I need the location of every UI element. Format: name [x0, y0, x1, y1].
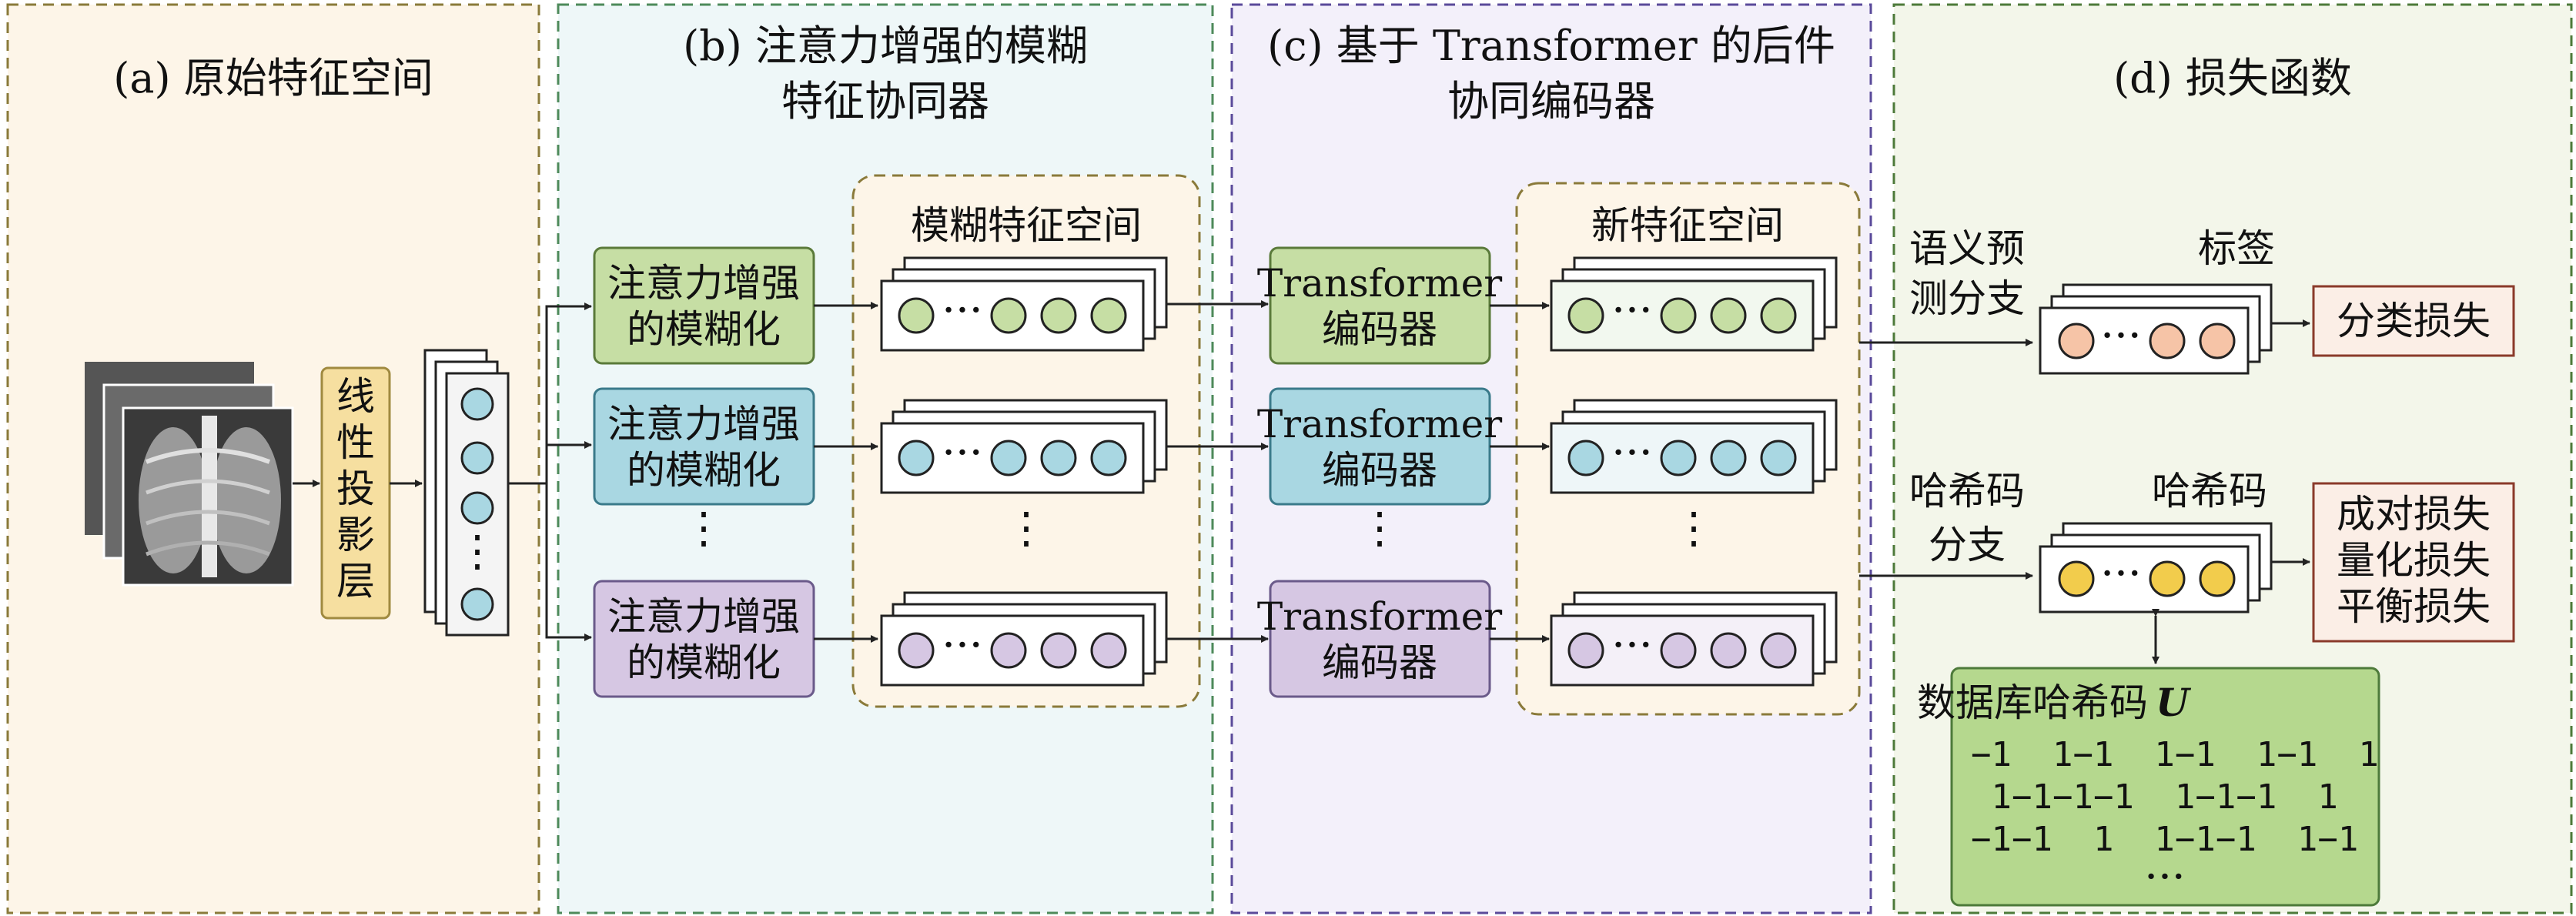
fuzzy-feature-stack-blue [880, 399, 1168, 494]
encoder-green-line2: 编码器 [1322, 307, 1437, 352]
panel-c-title-line1: (c) 基于 Transformer 的后件 [1267, 22, 1835, 70]
database-row-3: −1−1 1 1−1−1 1−1 [1971, 820, 2358, 859]
panel-a-title: (a) 原始特征空间 [113, 54, 433, 102]
fuzzy-purple-hdots: ··· [942, 620, 982, 670]
encoder-blue-line2: 编码器 [1322, 448, 1437, 493]
new-feature-stack-green [1550, 256, 1838, 352]
new-feature-space-label: 新特征空间 [1591, 203, 1784, 248]
linear-projection-box [320, 366, 391, 620]
fuzzy-space-vdots: ⋮ [1005, 503, 1048, 553]
fanout-lines [508, 303, 592, 641]
encoder-green-line1: Transformer [1257, 261, 1502, 306]
label-vector-stack [2039, 283, 2273, 375]
xray-image-stack [85, 362, 294, 587]
database-box [1950, 667, 2380, 907]
fuzzify-green-line1: 注意力增强 [607, 261, 800, 306]
fuzzy-feature-space-label: 模糊特征空间 [911, 203, 1142, 248]
feature-node [460, 441, 494, 475]
feature-node [460, 491, 494, 525]
new-space-vdots: ⋮ [1672, 503, 1715, 553]
new-feature-stack-purple [1550, 591, 1838, 687]
encoder-purple-line1: Transformer [1257, 594, 1502, 639]
panel-c-title-line2: 协同编码器 [1447, 77, 1655, 125]
fuzzify-blue-line1: 注意力增强 [607, 402, 800, 446]
hash-code-stack [2039, 522, 2273, 613]
class-loss-label: 分类损失 [2337, 299, 2491, 343]
panel-b-title-line2: 特征协同器 [781, 77, 989, 125]
hash-losses-box [2312, 482, 2515, 643]
fuzzy-green-hdots: ··· [942, 286, 982, 336]
feature-node [460, 587, 494, 621]
labels-title: 标签 [2198, 226, 2275, 271]
projection-char-2: 性 [336, 420, 375, 465]
feature-node [460, 387, 494, 421]
database-row-1: −1 1−1 1−1 1−1 1 [1971, 735, 2379, 774]
database-row-2: 1−1−1−1 1−1−1 1 [1971, 777, 2338, 817]
panel-d-title: (d) 损失函数 [2113, 54, 2352, 102]
new-purple-hdots: ··· [1611, 620, 1652, 670]
fuzzify-purple-line1: 注意力增强 [607, 594, 800, 639]
projection-char-4: 影 [336, 513, 375, 557]
label-hdots: ··· [2100, 311, 2141, 361]
new-blue-hdots: ··· [1611, 428, 1652, 478]
hash-loss-pairwise: 成对损失 [2337, 492, 2491, 537]
fuzzify-green-line2: 的模糊化 [627, 307, 781, 352]
database-symbol: U [2156, 680, 2192, 725]
fuzzify-purple-line2: 的模糊化 [627, 640, 781, 685]
fuzzy-feature-stack-purple [880, 591, 1168, 687]
hash-loss-quantization: 量化损失 [2337, 538, 2491, 583]
hash-loss-balance: 平衡损失 [2337, 584, 2491, 629]
encoder-vdots: ⋮ [1358, 503, 1401, 553]
feature-vector-vdots: ⋮ [456, 527, 499, 577]
fuzzify-blue-line2: 的模糊化 [627, 448, 781, 493]
projection-char-5: 层 [336, 559, 375, 603]
encoder-blue-line1: Transformer [1257, 402, 1502, 446]
fuzzy-feature-stack-green [880, 256, 1168, 352]
panel-b-title-line1: (b) 注意力增强的模糊 [683, 22, 1088, 70]
new-feature-stack-blue [1550, 399, 1838, 494]
original-feature-vector [423, 349, 510, 637]
hash-hdots: ··· [2100, 549, 2141, 599]
projection-char-3: 投 [336, 466, 375, 511]
hash-branch-line2: 分支 [1929, 523, 2006, 567]
fuzzy-blue-hdots: ··· [942, 428, 982, 478]
hash-branch-line1: 哈希码 [1909, 469, 2025, 513]
encoder-purple-line2: 编码器 [1322, 640, 1437, 685]
database-more: ··· [2144, 852, 2185, 902]
semantic-branch-line2: 测分支 [1909, 276, 2025, 321]
projection-char-1: 线 [336, 374, 375, 419]
new-green-hdots: ··· [1611, 286, 1652, 336]
semantic-branch-line1: 语义预 [1909, 226, 2025, 271]
class-loss-box [2312, 285, 2515, 357]
database-title: 数据库哈希码 [1917, 680, 2148, 725]
hash-code-title: 哈希码 [2152, 469, 2267, 513]
fuzzify-vdots: ⋮ [682, 503, 725, 553]
